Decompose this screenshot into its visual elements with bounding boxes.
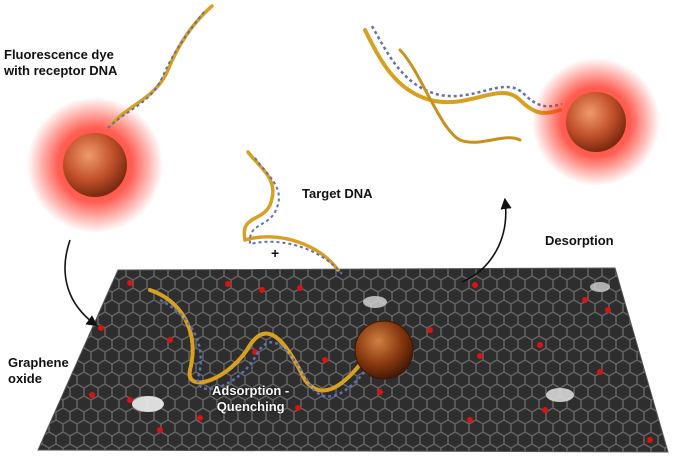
plus-sign: + [271,245,280,261]
adsorption-arrow-icon [64,239,98,327]
fluorescent-dye-sphere-icon [27,97,163,233]
desorption-label: Desorption [545,233,614,248]
graphene-label-line2: oxide [8,371,42,386]
graphene-oxide-label: Graphene oxide [8,355,69,387]
dye-label-line2: with receptor DNA [4,63,118,78]
target-dna-strand-icon [242,150,343,275]
desorption-arrow-icon [461,197,512,283]
adsorption-quenching-label: Adsorption - Quenching [212,383,289,415]
graphene-label-line1: Graphene [8,355,69,370]
released-dye-sphere-icon [532,58,660,186]
dye-label: Fluorescence dye with receptor DNA [4,47,117,79]
dye-label-line1: Fluorescence dye [4,47,114,62]
adsorbed-dna-strand-icon [148,288,367,398]
adsorption-label-line1: Adsorption - [212,383,290,398]
receptor-dna-strand-icon [107,4,214,129]
quenched-dye-sphere-icon [354,320,414,380]
adsorption-label-line2: Quenching [216,399,285,414]
oxide-dots [89,280,653,443]
graphene-sheet-icon [37,267,669,453]
target-dna-label: Target DNA [302,186,373,201]
